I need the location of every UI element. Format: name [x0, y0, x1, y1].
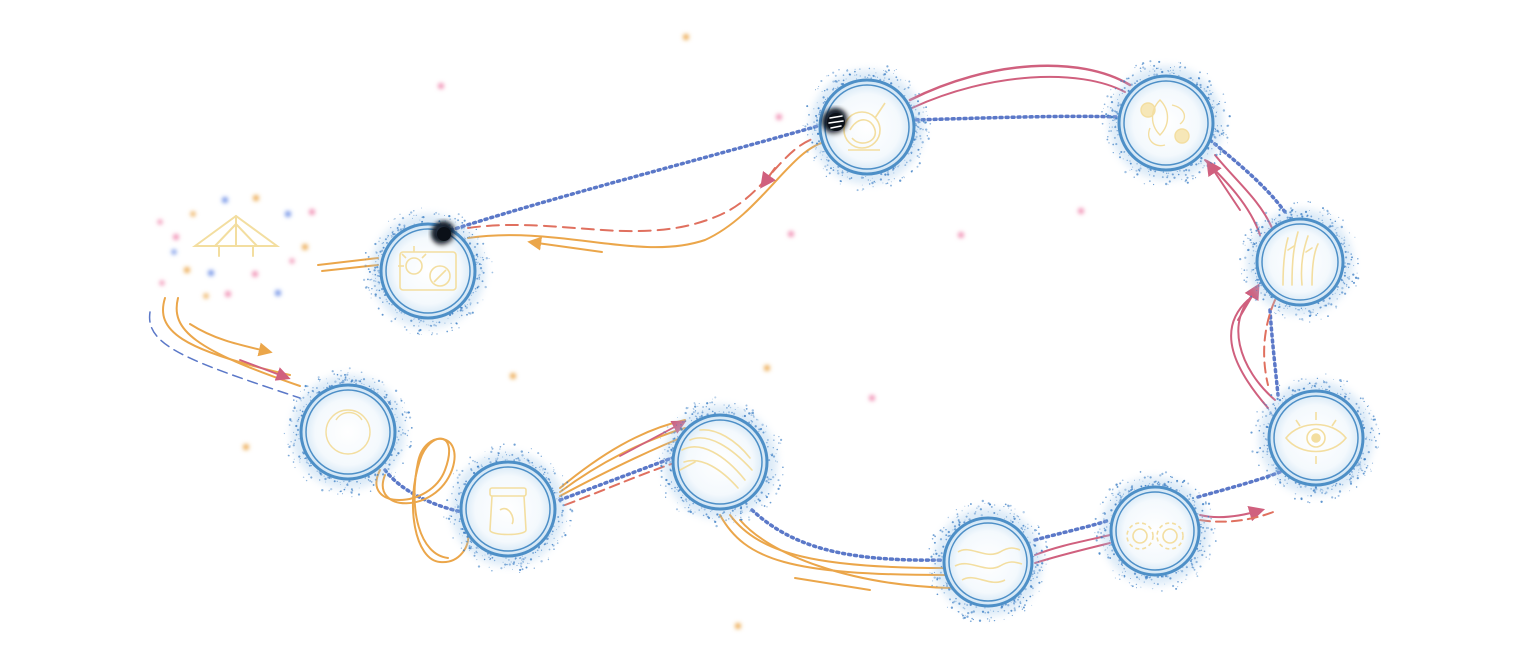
roof-truss-icon [191, 214, 281, 257]
path-n1-n2-blue [443, 120, 834, 234]
tall-grass-icon [1282, 231, 1319, 286]
level-node-8[interactable] [671, 413, 769, 511]
path-n5-n6-blue [1196, 470, 1282, 499]
path-n4-n5-blue [1268, 308, 1280, 397]
level-node-9[interactable] [459, 460, 557, 558]
level-node-3[interactable] [1117, 74, 1215, 172]
feather-fan-icon [679, 429, 753, 489]
start-cluster[interactable] [148, 195, 379, 399]
twin-flowers-icon [1126, 522, 1184, 550]
jar-icon [489, 487, 527, 536]
moon-circle-icon [325, 409, 371, 455]
level-node-10[interactable] [299, 383, 397, 481]
dark-orb-shadow-icon [431, 221, 457, 247]
path-n9-n10-blue [383, 468, 464, 514]
path-n8-n9-orange [559, 419, 686, 489]
level-node-6[interactable] [1109, 485, 1201, 577]
level-node-4[interactable] [1255, 217, 1345, 307]
leaves-cluster-icon [1140, 99, 1190, 147]
path-n2-n3-blue [908, 114, 1122, 122]
waves-icon [954, 547, 1023, 584]
start-path-wisps [148, 257, 379, 399]
path-n2-n3-pink [908, 64, 1132, 102]
ambient-sparkles [243, 34, 1084, 629]
sun-scene-icon [398, 246, 457, 291]
path-n3-n4-blue [1208, 138, 1287, 214]
path-n9-n10-orange [375, 437, 470, 564]
start-sparkles [157, 195, 315, 299]
level-node-7[interactable] [942, 516, 1034, 608]
level-nodes [299, 74, 1365, 608]
path-n7-n8-blue [750, 508, 947, 562]
path-n7-n8-orange [719, 514, 946, 576]
path-n1-n2-dashed [467, 137, 816, 233]
path-n1-n2-orange [467, 141, 826, 249]
level-node-1[interactable] [379, 222, 477, 320]
level-node-5[interactable] [1267, 389, 1365, 487]
eye-sun-icon [1284, 412, 1348, 464]
dark-orb-icon[interactable] [822, 108, 850, 136]
